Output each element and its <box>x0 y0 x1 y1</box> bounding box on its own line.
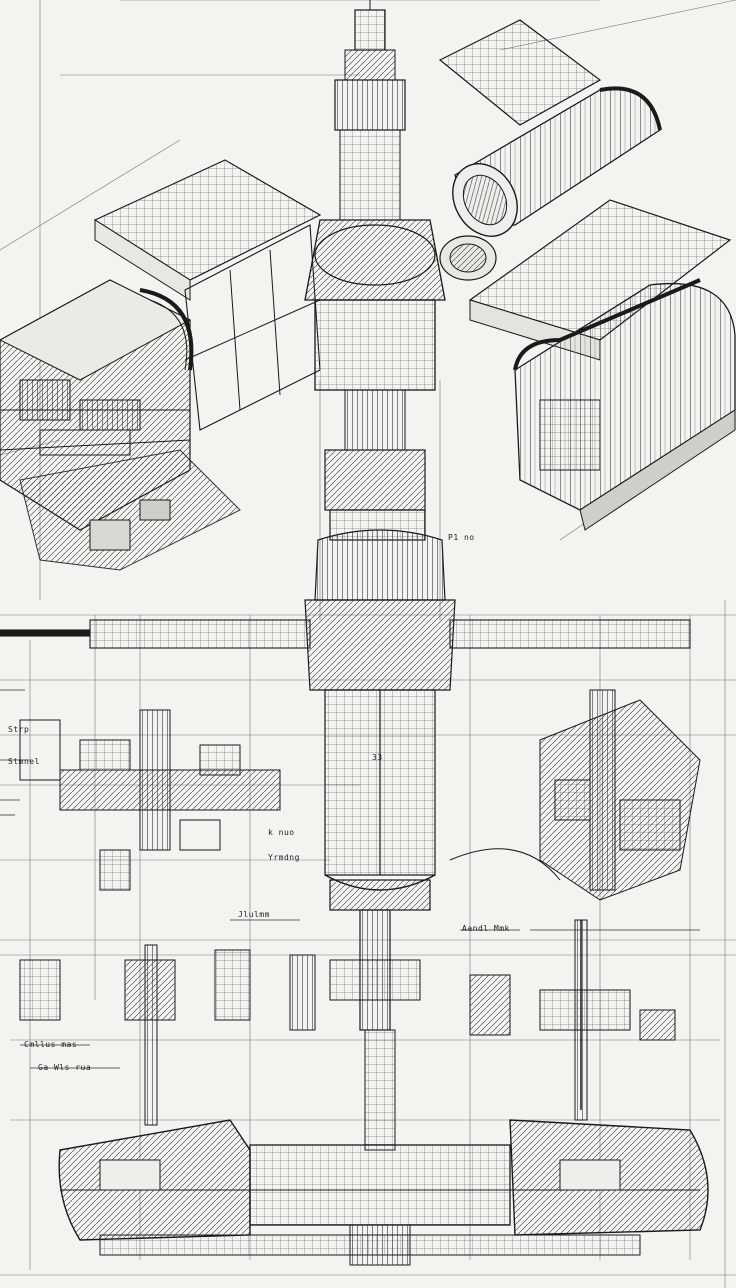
upper-station-complex <box>0 0 736 571</box>
annotation-label: 33 <box>372 753 383 762</box>
annotation-label: Aandl Mmk <box>462 924 510 933</box>
dimension-ticks <box>0 689 700 1069</box>
annotation-label: Cmllus mas <box>24 1040 78 1049</box>
annotation-label: Strp <box>8 725 30 734</box>
central-tower <box>304 509 456 1031</box>
annotation-label: k nuo <box>268 828 295 837</box>
mid-right-assembly <box>449 689 701 901</box>
annotation-label: Jlulmm <box>238 910 270 919</box>
central-core-upper <box>304 0 446 511</box>
horizontal-truss-beam <box>0 619 691 649</box>
mid-left-assembly <box>19 709 281 891</box>
upper-right-cylinder-module <box>452 86 662 237</box>
annotation-label: Stmnel <box>8 757 40 766</box>
lower-right-cylinder-module <box>513 278 736 531</box>
annotation-label: P1 no <box>448 533 475 542</box>
lower-section <box>19 919 709 1266</box>
annotation-label: Yrmdng <box>268 853 300 862</box>
annotation-label: Ga Wls rua <box>38 1063 92 1072</box>
